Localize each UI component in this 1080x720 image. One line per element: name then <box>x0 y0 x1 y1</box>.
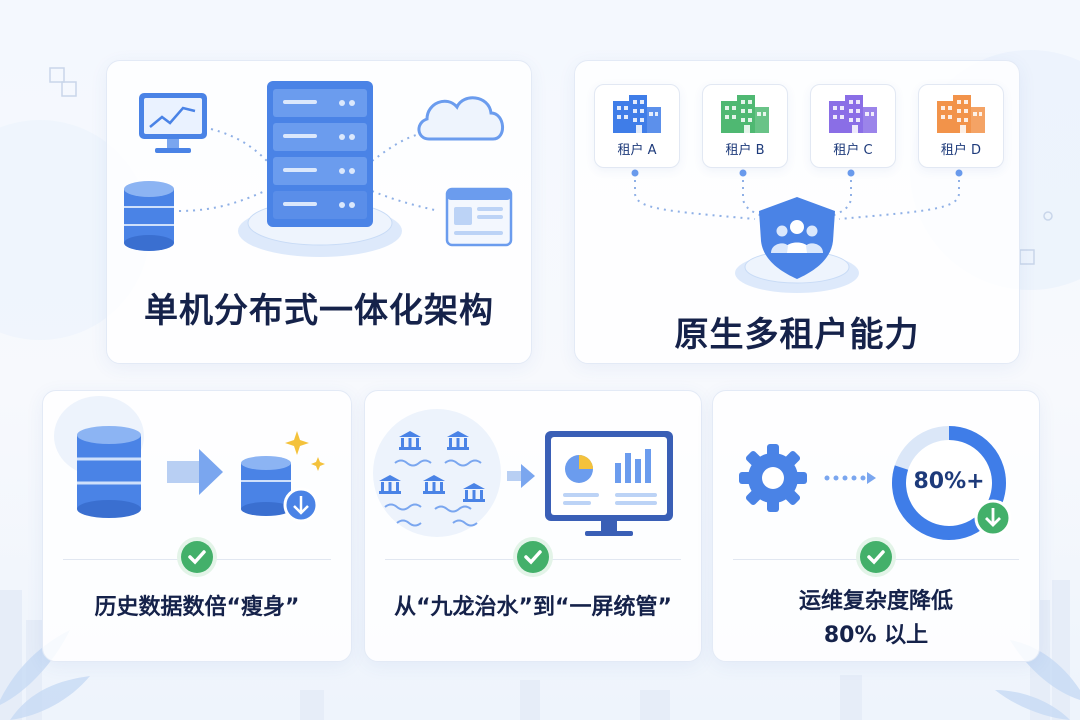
download-icon <box>974 499 1012 537</box>
tenant-label: 租户 A <box>617 143 657 158</box>
building-icon <box>721 95 769 133</box>
architecture-card: 单机分布式一体化架构 <box>106 60 532 364</box>
unified-management-title: 从“九龙治水”到“一屏统管” <box>394 595 672 620</box>
cloud-icon <box>417 96 504 141</box>
arrow-right-icon <box>167 449 223 495</box>
arrow-right-icon <box>507 464 535 488</box>
database-icon <box>241 456 291 516</box>
history-data-card: 历史数据数倍“瘦身” <box>42 390 352 662</box>
tenant-label: 租户 C <box>833 143 873 158</box>
database-icon <box>124 181 174 251</box>
building-icon <box>829 95 877 133</box>
download-icon <box>283 487 319 523</box>
check-icon <box>517 541 549 573</box>
check-icon <box>860 541 892 573</box>
tenant-card: 租户 D <box>918 84 1004 168</box>
building-icon <box>613 95 661 133</box>
multi-tenant-title: 原生多租户能力 <box>674 315 920 355</box>
browser-window-icon <box>445 187 513 247</box>
ops-title-line2: 80% 以上 <box>823 623 929 648</box>
building-icon <box>937 95 985 133</box>
monitor-chart-icon <box>139 93 207 153</box>
ops-title-line1: 运维复杂度降低 <box>798 589 953 614</box>
history-data-title: 历史数据数倍“瘦身” <box>94 595 300 620</box>
tenant-card: 租户 C <box>810 84 896 168</box>
tenant-label: 租户 B <box>725 143 765 158</box>
tenant-card: 租户 A <box>594 84 680 168</box>
gauge-label: 80%+ <box>913 469 985 494</box>
architecture-title: 单机分布式一体化架构 <box>144 291 494 331</box>
tenant-label: 租户 D <box>940 143 982 158</box>
sparkle-icon <box>285 431 325 471</box>
server-rack-icon <box>238 81 402 257</box>
bank-icon <box>379 431 485 502</box>
gear-icon <box>739 444 807 512</box>
shield-users-icon <box>735 197 859 293</box>
ops-card: 80%+ 运维复杂度降低 80% 以上 <box>712 390 1040 662</box>
database-icon <box>54 396 144 518</box>
dashboard-monitor-icon <box>545 431 673 536</box>
unified-management-card: 从“九龙治水”到“一屏统管” <box>364 390 702 662</box>
tenant-card: 租户 B <box>702 84 788 168</box>
check-icon <box>181 541 213 573</box>
